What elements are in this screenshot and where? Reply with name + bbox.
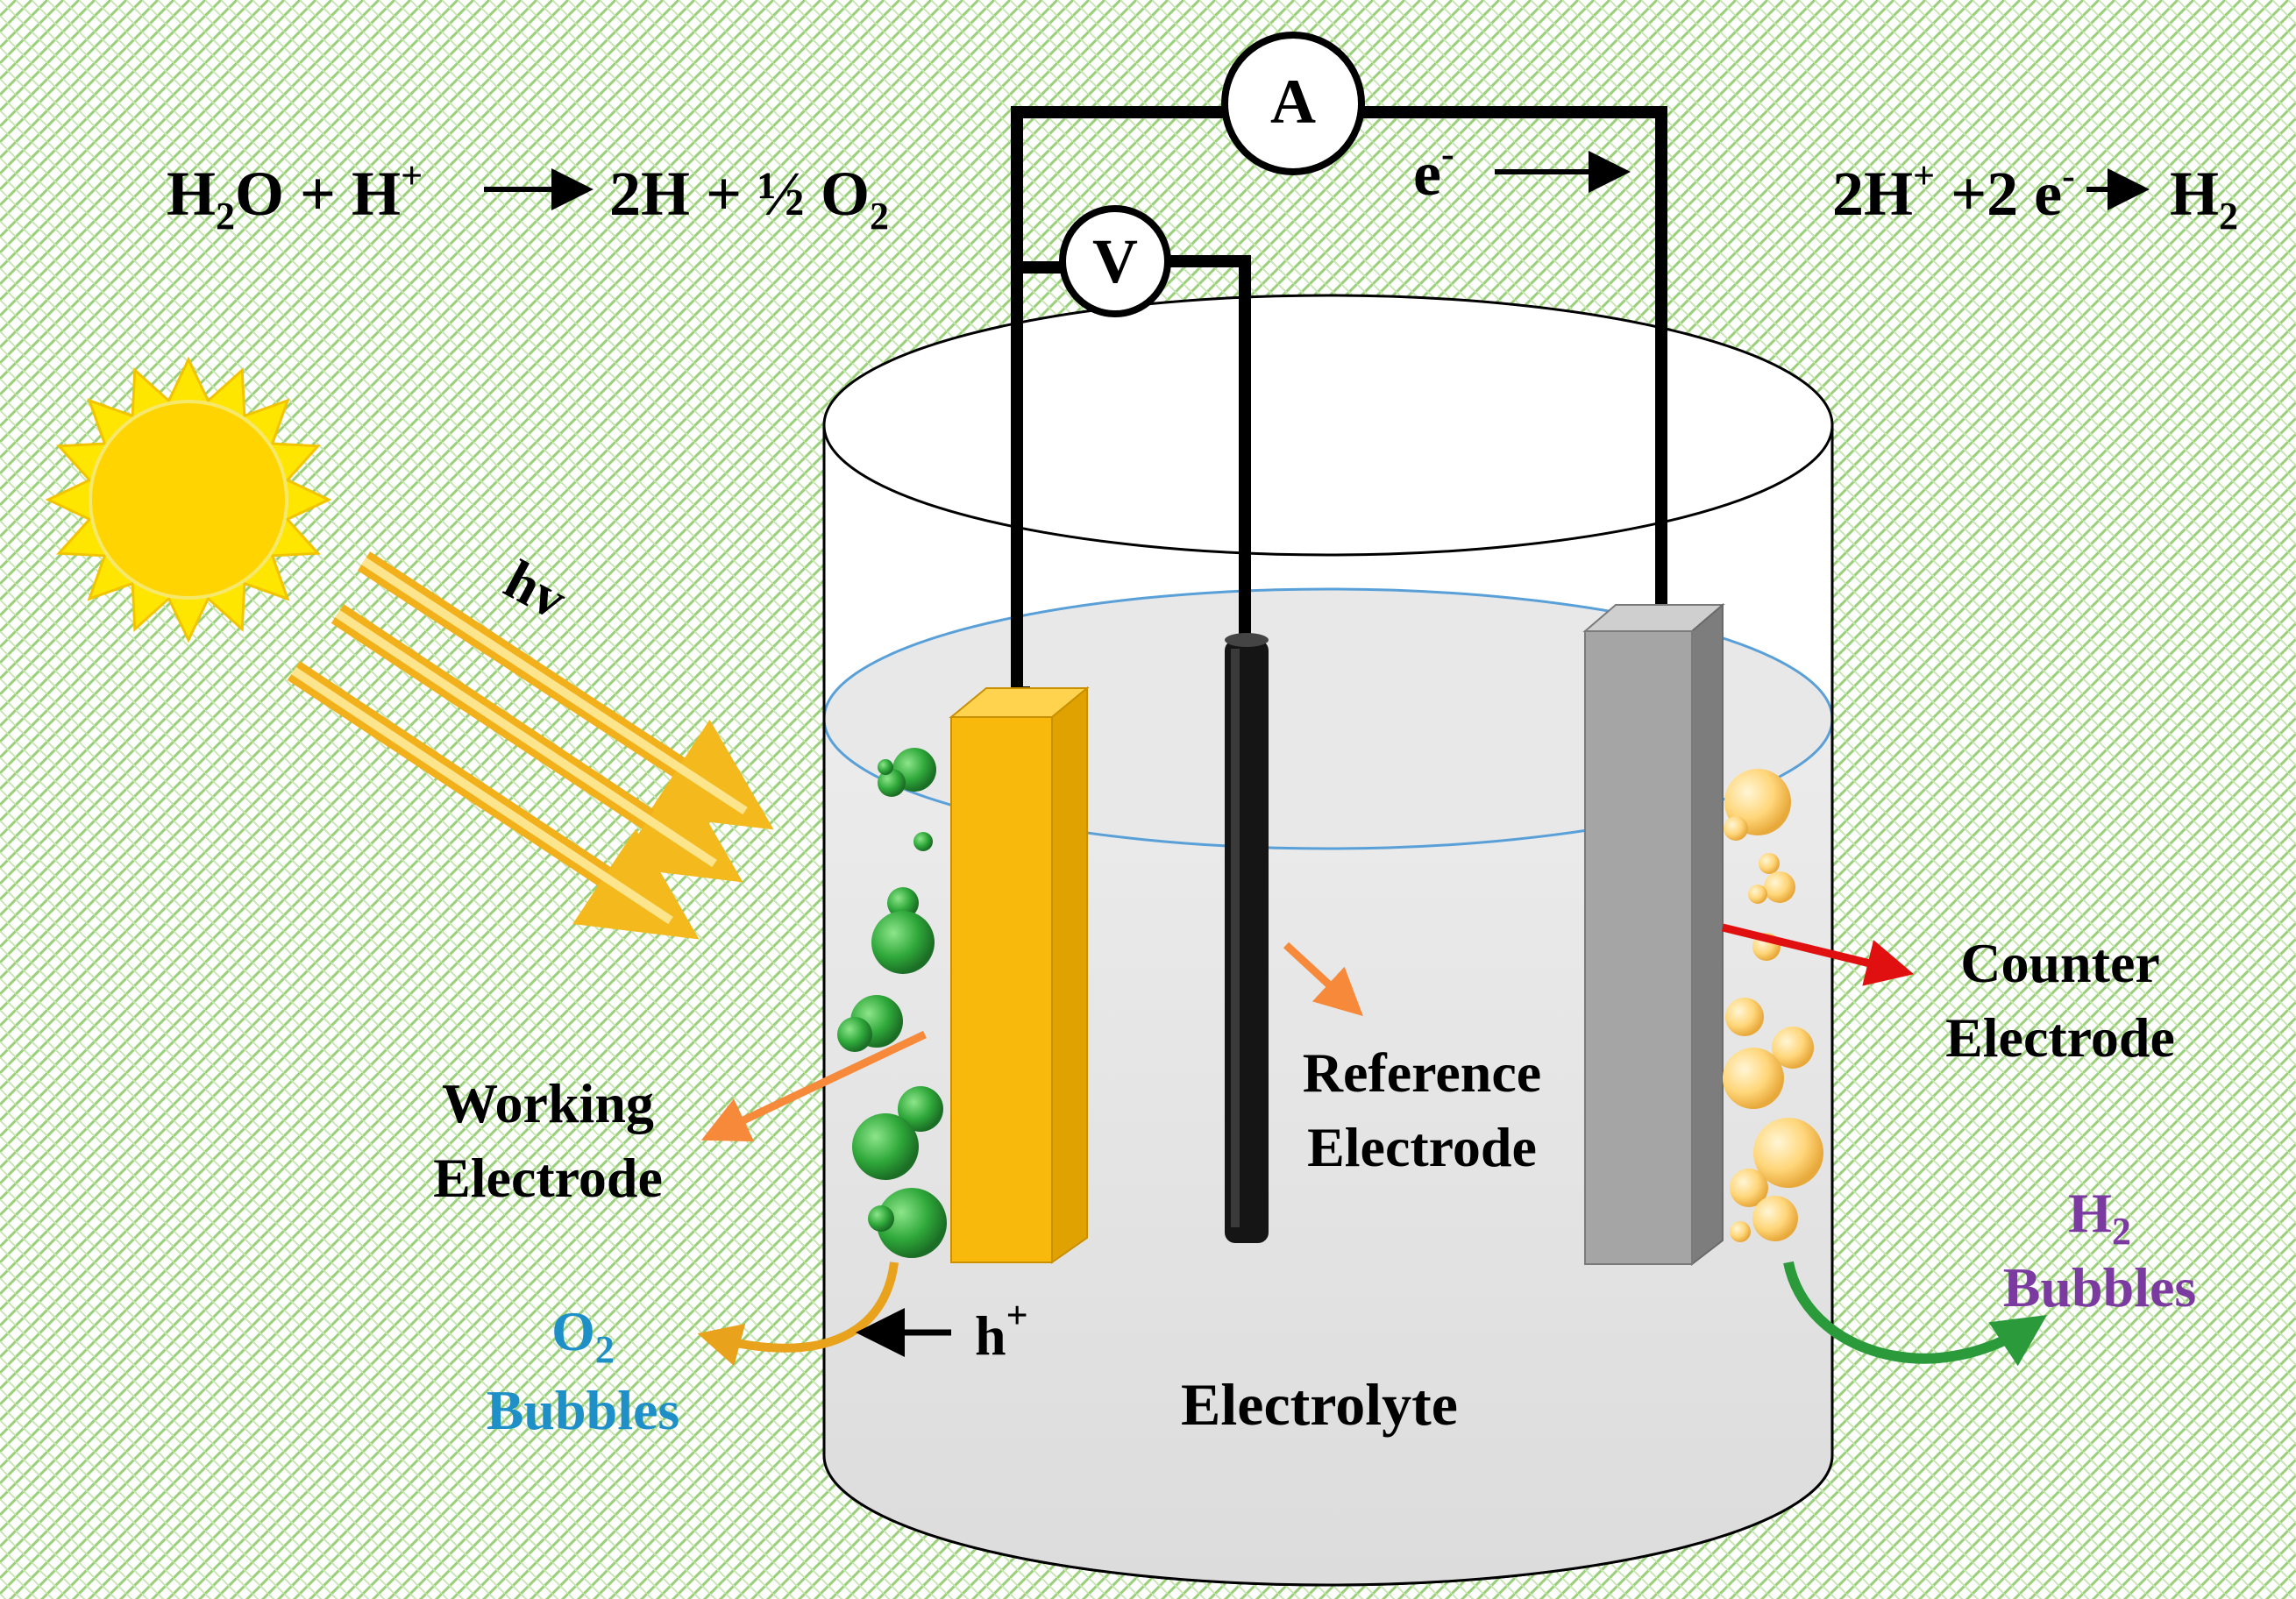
working-electrode-label-line2: Electrode: [433, 1147, 663, 1209]
working-electrode-label-line1: Working: [442, 1072, 654, 1134]
cathode-equation-products: H2: [2170, 159, 2238, 238]
o2-bubbles-label-formula: O2: [551, 1300, 615, 1371]
counter-electrode-pointer-arrow: [1721, 923, 1915, 986]
o2-bubbles-label-word: Bubbles: [487, 1379, 680, 1441]
light-ray-highlight: [361, 557, 748, 815]
o2-release-arrow: [697, 1261, 899, 1367]
hole-label: h+: [975, 1294, 1028, 1367]
working-electrode-pointer-arrow: [700, 1030, 927, 1142]
reference-electrode: [1225, 633, 1269, 1243]
h2-bubbles: [1723, 769, 1823, 1242]
anode-equation-products: 2H + ½ O2: [609, 159, 889, 238]
ammeter-label: A: [1270, 67, 1316, 137]
h2-bubbles-label-formula: H2: [2068, 1182, 2131, 1253]
counter-electrode-label-line2: Electrode: [1945, 1006, 2175, 1069]
electron-flow-label: e-: [1413, 132, 1454, 209]
h2-bubbles-label-word: Bubbles: [2003, 1256, 2197, 1318]
ammeter-icon: [1221, 32, 1365, 175]
reference-electrode-label-line1: Reference: [1303, 1041, 1541, 1104]
cathode-equation: 2H+ +2 e-: [1832, 154, 2075, 229]
beaker-outline: [822, 425, 1834, 1587]
counter-electrode-label-line1: Counter: [1960, 932, 2160, 994]
light-ray-highlight: [335, 609, 717, 868]
beaker-rim-front: [822, 424, 1834, 557]
working-electrode: [949, 686, 1090, 1264]
voltmeter-icon: [1059, 205, 1171, 317]
wire-voltmeter-to-reference: [1166, 255, 1251, 640]
sun-icon: [45, 356, 332, 643]
electrolyte-label: Electrolyte: [1181, 1371, 1458, 1438]
reference-electrode-pointer-arrow: [1283, 942, 1363, 1017]
light-ray-highlight: [291, 666, 673, 925]
counter-electrode: [1582, 602, 1725, 1267]
anode-equation: H2O + H+: [167, 154, 423, 238]
light-rays: [287, 551, 774, 940]
reference-electrode-label-line2: Electrode: [1307, 1116, 1537, 1178]
h2-release-arrow: [1783, 1261, 2047, 1367]
voltmeter-label: V: [1092, 226, 1138, 296]
wire-ammeter-to-counter: [1359, 106, 1667, 614]
o2-bubbles: [837, 748, 947, 1258]
